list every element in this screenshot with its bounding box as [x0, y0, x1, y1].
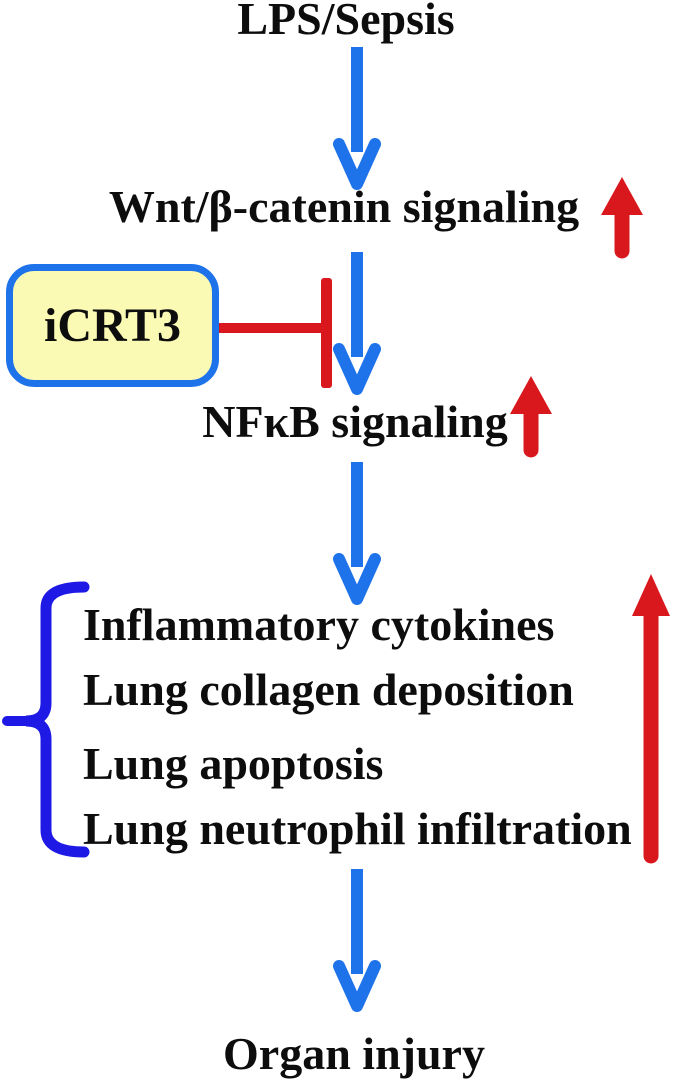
inhibition-tbar-icon [321, 278, 332, 388]
down-arrow-icon [333, 869, 381, 1012]
outcome-lung-neutrophil-infiltration: Lung neutrophil infiltration [83, 803, 632, 854]
outcome-lung-apoptosis: Lung apoptosis [83, 738, 384, 789]
brace-icon [2, 581, 90, 858]
outcome-lung-collagen-deposition: Lung collagen deposition [83, 664, 574, 715]
outcome-inflammatory-cytokines: Inflammatory cytokines [83, 599, 555, 650]
inhibitor-box: iCRT3 [6, 264, 219, 387]
up-arrow-icon [632, 574, 670, 864]
inhibition-line [219, 323, 323, 333]
node-wnt-signaling: Wnt/β-catenin signaling [108, 181, 580, 232]
down-arrow-icon [333, 47, 381, 190]
inhibitor-label: iCRT3 [44, 299, 181, 352]
node-nfkb-signaling: NFκB signaling [202, 396, 508, 447]
node-lps-sepsis: LPS/Sepsis [237, 0, 455, 44]
down-arrow-icon [333, 462, 381, 605]
down-arrow-icon [333, 252, 381, 395]
up-arrow-icon [601, 177, 643, 259]
up-arrow-icon [510, 376, 552, 458]
node-organ-injury: Organ injury [223, 1028, 485, 1079]
